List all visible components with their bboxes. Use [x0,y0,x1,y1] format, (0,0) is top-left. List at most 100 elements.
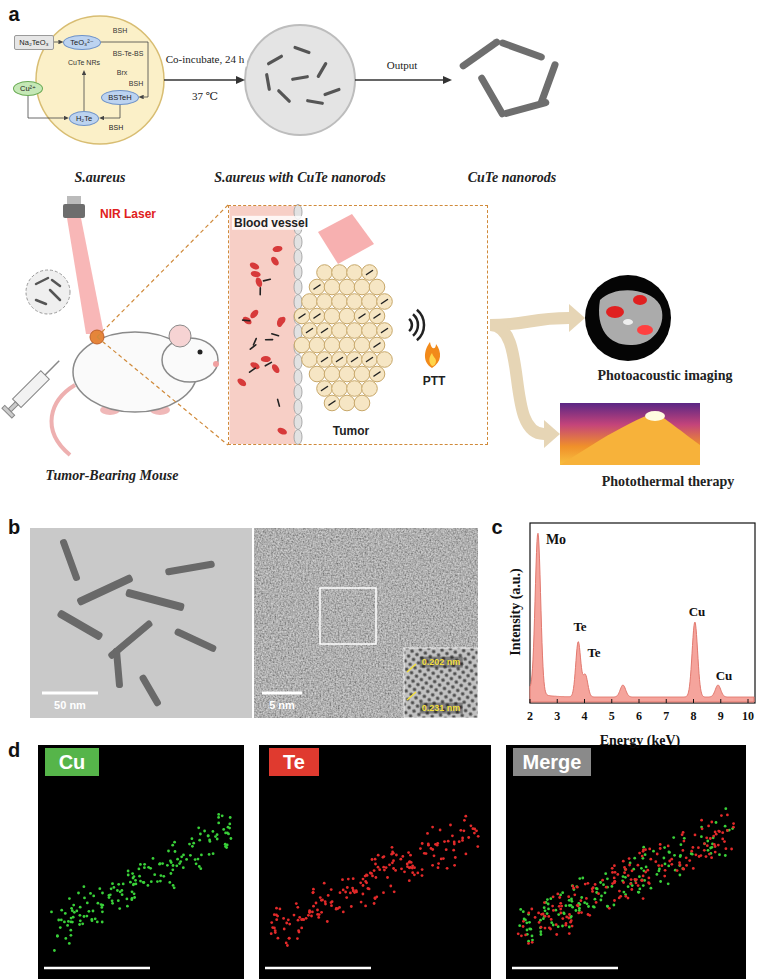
element-dot [385,866,388,869]
element-dot [552,909,555,912]
endothelial-cell [294,280,302,295]
tumor-cell [324,337,340,353]
element-dot [606,905,609,908]
element-dot [207,834,210,837]
element-dot [101,892,104,895]
node-text: Te [283,750,305,774]
label-text: NIR Laser [100,207,156,221]
element-dot [221,814,224,817]
laser-beam [67,218,104,334]
element-dot [664,863,667,866]
element-dot [194,858,197,861]
element-dot [672,836,675,839]
element-dot [534,916,537,919]
sound-wave [417,310,424,341]
tumor-cell [362,294,378,310]
node-text: S.aureus with CuTe nanorods [214,170,385,187]
nanorod-in-blood [272,334,279,336]
element-dot [630,888,633,891]
element-dot [318,913,321,916]
element-dot [594,898,597,901]
element-dot [707,849,710,852]
element-dot [611,885,614,888]
intermediate-ellipse: H₂Te [69,111,99,126]
element-dot [101,910,104,913]
scale-bar [42,692,98,695]
element-dot [390,853,393,856]
element-dot [706,840,709,843]
element-dot [142,881,145,884]
element-dot [664,869,667,872]
element-dot [611,867,614,870]
element-dot [527,912,530,915]
element-dot [166,864,169,867]
connector [490,325,544,434]
element-dot [599,881,602,884]
element-dot [195,862,198,865]
element-dot [274,929,277,932]
element-dot [64,912,67,915]
element-dot [562,912,565,915]
mouse-figure: Tumor-Bearing Mouse [18,200,223,462]
element-dot [724,854,727,857]
node-text: BSTeH [108,93,131,102]
element-dot [518,924,521,927]
element-dot [399,858,402,861]
endothelial-cell [294,295,302,310]
element-dot [571,884,574,887]
tumor-cell [324,395,340,411]
element-dot [459,829,462,832]
element-dot [575,909,578,912]
element-dot [401,855,404,858]
element-dot [685,856,688,859]
element-dot [585,897,588,900]
element-dot [556,893,559,896]
label-text: 6 [636,709,642,723]
tumor-cell [324,366,340,382]
element-dot [601,879,604,882]
element-dot [331,900,334,903]
element-dot [138,875,141,878]
element-dot [129,881,132,884]
tumor-cell [339,366,355,382]
element-dot [670,863,673,866]
element-dot [648,848,651,851]
element-dot [473,832,476,835]
element-dot [270,932,273,935]
flame-icon [425,342,440,368]
element-dot [386,876,389,879]
element-dot [549,928,552,931]
nanorod-in-blood [259,288,261,295]
element-dot [409,854,412,857]
element-dot [139,863,142,866]
element-dot [160,874,163,877]
node-text: PTT [423,374,446,388]
element-dot [611,882,614,885]
element-dot [271,926,274,929]
element-dot [352,877,355,880]
element-dot [708,853,711,856]
nanorod-in-tumor [367,271,373,275]
tumor-cell [339,308,355,324]
element-dot [557,925,560,928]
ion-ellipse: Cu²⁺ [13,81,43,96]
element-dot [377,866,380,869]
element-dot [173,886,176,889]
element-dot [133,896,136,899]
element-dot [712,835,715,838]
element-dot [656,873,659,876]
element-dot [395,854,398,857]
scale-bar [512,967,618,970]
axis-tick [720,699,721,703]
endothelial-cell [294,265,302,280]
tem-nanorod [56,609,103,641]
element-dot [212,830,215,833]
element-dot [646,869,649,872]
tumor-cell [302,352,318,368]
element-dot [159,862,162,865]
element-dot [528,927,531,930]
eds-map [38,745,244,979]
element-dot [400,867,403,870]
element-dot [359,881,362,884]
element-dot [544,909,547,912]
